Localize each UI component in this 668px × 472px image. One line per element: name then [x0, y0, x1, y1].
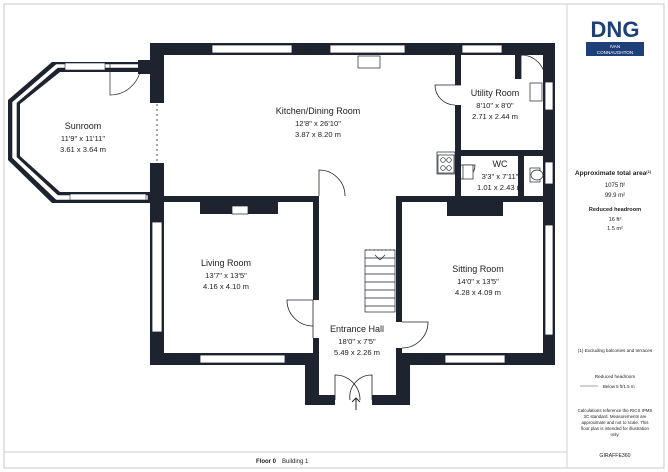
room-dims-imperial: 3'3" x 7'11": [482, 172, 519, 181]
room-dims-metric: 3.87 x 8.20 m: [295, 130, 341, 139]
room-dims-metric: 2.71 x 2.44 m: [472, 112, 518, 121]
entrance-arrow-icon: [351, 397, 361, 410]
disclaimer-line: approximate and not to scale. This: [581, 420, 649, 425]
disclaimer-line: Calculations reference the RICS IPMS: [578, 408, 653, 413]
room-dims-imperial: 8'10" x 8'0": [476, 101, 514, 110]
floor-label: Floor 0: [256, 459, 277, 465]
credit-logo: GIRAFFE360: [599, 453, 630, 459]
area-imperial: 1075 ft²: [605, 183, 625, 189]
room-dims-imperial: 14'0" x 13'5": [457, 277, 499, 286]
agent-line1: IVAN: [610, 44, 620, 49]
area-title: Approximate total area(1): [575, 169, 652, 177]
room-dims-metric: 3.61 x 3.64 m: [60, 145, 106, 154]
room-dims-imperial: 11'9" x 11'11": [61, 134, 105, 143]
doors: [156, 54, 546, 401]
room-name: Sunroom: [65, 121, 102, 131]
room-name: Sitting Room: [452, 264, 504, 274]
area-metric: 99.9 m²: [605, 193, 625, 199]
room-label-living: Living Room 13'7" x 13'5" 4.16 x 4.10 m: [201, 258, 251, 291]
room-name: Living Room: [201, 258, 251, 268]
room-name: Utility Room: [471, 88, 520, 98]
agent-line2: CONNAUGHTON: [597, 50, 633, 55]
reduced-imperial: 16 ft²: [609, 217, 622, 223]
room-dims-imperial: 18'0" x 7'5": [338, 337, 376, 346]
reduced-metric: 1.5 m²: [607, 226, 623, 232]
room-label-wc: WC 3'3" x 7'11" 1.01 x 2.43 m: [477, 159, 523, 192]
room-label-sitting: Sitting Room 14'0" x 13'5" 4.28 x 4.09 m: [452, 264, 504, 297]
reduced-headroom-legend: Reduced headroom Below 5 ft/1.5 m: [580, 374, 635, 389]
reduced-title: Reduced headroom: [589, 207, 641, 213]
sunroom-structure: [8, 60, 150, 203]
area-summary: Approximate total area(1) 1075 ft² 99.9 …: [575, 169, 652, 232]
room-dims-imperial: 13'7" x 13'5": [205, 271, 247, 280]
logo-text: DNG: [591, 17, 640, 42]
brand-logo: DNG IVAN CONNAUGHTON: [586, 17, 644, 56]
room-dims-metric: 4.28 x 4.09 m: [455, 288, 501, 297]
room-label-utility: Utility Room 8'10" x 8'0" 2.71 x 2.44 m: [471, 88, 520, 121]
legend-title: Reduced headroom: [595, 374, 636, 379]
logo-bar: [586, 42, 644, 56]
area-footnote: (1) Excluding balconies and terraces: [578, 348, 653, 353]
room-dims-imperial: 12'8" x 26'10": [295, 119, 341, 128]
room-dims-metric: 1.01 x 2.43 m: [477, 183, 523, 192]
room-label-sunroom: Sunroom 11'9" x 11'11" 3.61 x 3.64 m: [60, 121, 106, 154]
disclaimer-line: floor plan is intended for illustration: [581, 426, 649, 431]
building-label: Building 1: [282, 459, 309, 465]
fixtures: [231, 55, 544, 313]
windows: [151, 44, 554, 364]
disclaimer: Calculations reference the RICS IPMS 3C …: [578, 408, 653, 437]
room-dims-metric: 4.16 x 4.10 m: [203, 282, 249, 291]
room-name: Kitchen/Dining Room: [276, 106, 361, 116]
legend-label: Below 5 ft/1.5 m: [603, 384, 635, 389]
page-frame: [3, 3, 665, 469]
room-dims-metric: 5.49 x 2.26 m: [334, 348, 380, 357]
room-label-hall: Entrance Hall 18'0" x 7'5" 5.49 x 2.26 m: [330, 324, 384, 357]
room-label-kitchen: Kitchen/Dining Room 12'8" x 26'10" 3.87 …: [276, 106, 361, 139]
disclaimer-line: only.: [611, 432, 620, 437]
room-name: WC: [493, 159, 508, 169]
room-name: Entrance Hall: [330, 324, 384, 334]
disclaimer-line: 3C standard. Measurements are: [584, 414, 648, 419]
